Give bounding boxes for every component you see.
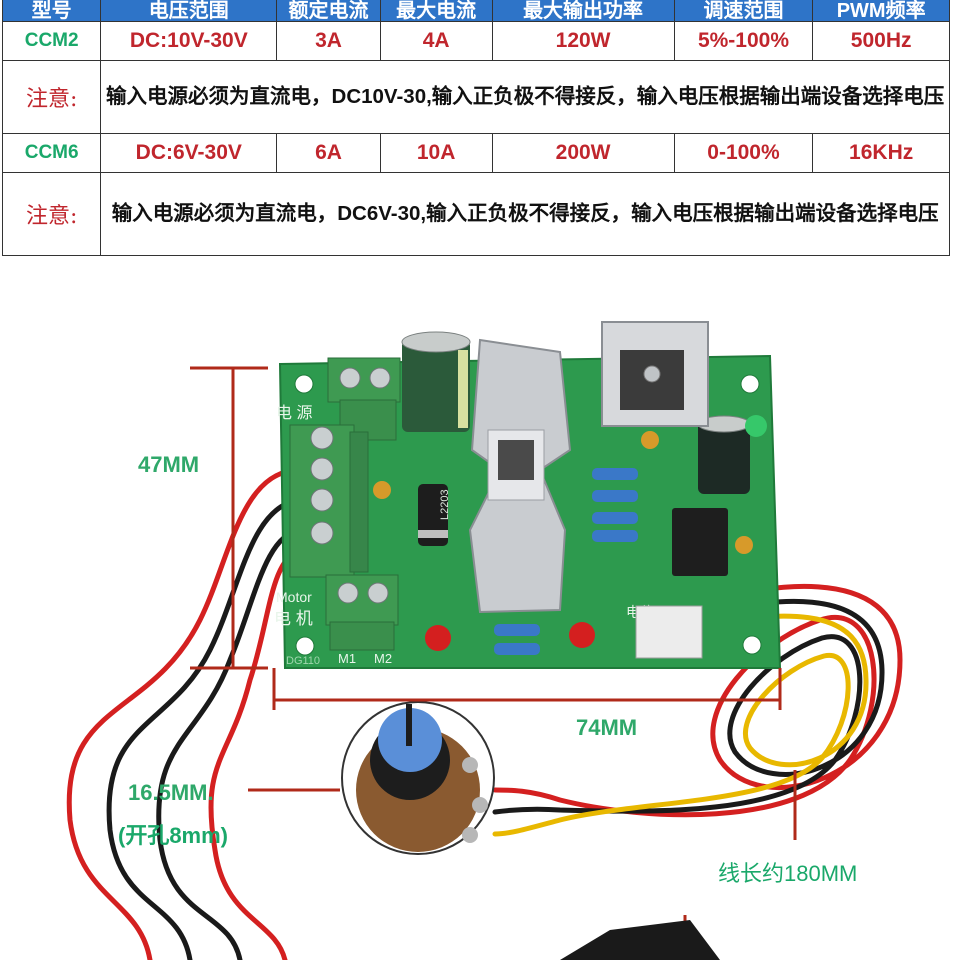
cell-rated-current: 6A — [276, 133, 381, 173]
silk-motor-en: Motor — [276, 589, 312, 605]
width-label: 74MM — [576, 715, 638, 740]
header-speed-range: 调速范围 — [673, 0, 814, 22]
cell-pwm-freq: 16KHz — [812, 133, 950, 173]
silk-board-id: DG110 — [286, 655, 320, 667]
spec-table-area: 型号 电压范围 额定电流 最大电流 最大输出功率 调速范围 PWM频率 CCM2… — [0, 0, 960, 268]
pcb-silkscreen: 电 源 Motor 电 机 M1 M2 DG110 电位器 — [274, 404, 668, 667]
leds — [425, 415, 767, 651]
note-text: 输入电源必须为直流电，DC10V-30,输入正负极不得接反，输入电压根据输出端设… — [100, 60, 950, 134]
cell-voltage: DC:10V-30V — [100, 21, 278, 61]
product-photo: 电 源 Motor 电 机 M1 M2 DG110 电位器 — [66, 321, 903, 960]
note-text: 输入电源必须为直流电，DC6V-30,输入正负极不得接反，输入电压根据输出端设备… — [100, 172, 950, 256]
capacitor-small — [697, 415, 751, 494]
table-note-row: 注意: 输入电源必须为直流电，DC10V-30,输入正负极不得接反，输入电压根据… — [1, 60, 950, 134]
silk-motor-cn: 电 机 — [274, 609, 313, 628]
table-row: CCM2 DC:10V-30V 3A 4A 120W 5%-100% 500Hz — [1, 21, 950, 61]
diode-label: L2203 — [439, 489, 451, 520]
cell-speed-range: 0-100% — [673, 133, 814, 173]
capacitor-large — [401, 331, 471, 432]
header-max-current: 最大电流 — [379, 0, 493, 22]
table-header-row: 型号 电压范围 额定电流 最大电流 最大输出功率 调速范围 PWM频率 — [1, 0, 950, 22]
silk-power: 电 源 — [276, 404, 312, 422]
cell-speed-range: 5%-100% — [673, 21, 814, 61]
note-label: 注意: — [1, 60, 102, 134]
heatsink-main — [468, 338, 572, 614]
cell-max-power: 200W — [491, 133, 675, 173]
cell-model: CCM2 — [1, 21, 102, 61]
height-label: 47MM — [138, 452, 200, 477]
cable-length-label: 线长约180MM — [718, 861, 858, 886]
power-wires — [66, 467, 303, 960]
cell-max-current: 10A — [379, 133, 493, 173]
header-model: 型号 — [1, 0, 102, 22]
resistors — [494, 468, 638, 655]
motor-terminal — [325, 574, 399, 651]
cell-rated-current: 3A — [276, 21, 381, 61]
knob-size-label: 16.5MM. — [128, 780, 214, 805]
cell-max-current: 4A — [379, 21, 493, 61]
spec-table: 型号 电压范围 额定电流 最大电流 最大输出功率 调速范围 PWM频率 CCM2… — [1, 0, 950, 256]
header-pwm-freq: PWM频率 — [812, 0, 950, 22]
power-terminal-4pin — [289, 424, 369, 578]
table-row: CCM6 DC:6V-30V 6A 10A 200W 0-100% 16KHz — [1, 133, 950, 173]
bottom-part — [560, 920, 720, 960]
cell-model: CCM6 — [1, 133, 102, 173]
table-note-row: 注意: 输入电源必须为直流电，DC6V-30,输入正负极不得接反，输入电压根据输… — [1, 172, 950, 256]
potentiometer — [341, 701, 495, 855]
silk-m1: M1 — [338, 651, 356, 666]
note-label: 注意: — [1, 172, 102, 256]
diode: L2203 — [418, 484, 451, 546]
header-voltage: 电压范围 — [100, 0, 278, 22]
header-max-power: 最大输出功率 — [491, 0, 675, 22]
heatsink-regulator — [601, 321, 709, 427]
silk-m2: M2 — [374, 651, 392, 666]
ceramic-caps — [373, 431, 753, 554]
cell-max-power: 120W — [491, 21, 675, 61]
header-rated-current: 额定电流 — [276, 0, 381, 22]
hole-size-label: (开孔8mm) — [118, 823, 229, 848]
ic-chip — [672, 508, 728, 576]
cell-voltage: DC:6V-30V — [100, 133, 278, 173]
pot-connector — [635, 605, 703, 659]
cell-pwm-freq: 500Hz — [812, 21, 950, 61]
